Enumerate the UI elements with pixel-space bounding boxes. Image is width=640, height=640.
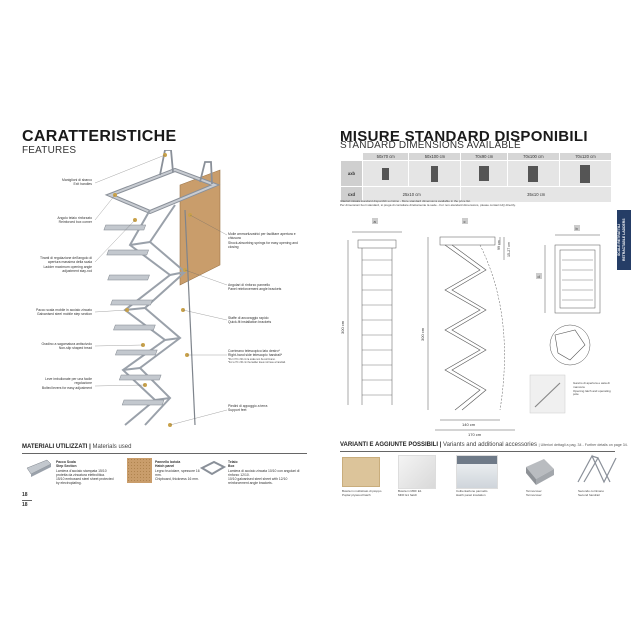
label-c: c <box>464 219 466 224</box>
materials-rule <box>22 453 307 454</box>
label-d: d <box>538 274 540 279</box>
size-swatch <box>431 165 439 182</box>
size-col-2: 50x100 cm <box>408 152 462 161</box>
dim-140: 140 cm <box>462 422 476 427</box>
side-tab: SCALE RETRATTILI RETRACTABLE LADDERS <box>617 210 631 270</box>
variant-poplar-image <box>342 457 380 487</box>
dimensions-table: 50x70 cm 50x100 cm 70x90 cm 70x100 cm 70… <box>340 152 613 203</box>
material-box: Telaio Box Lamiera di acciaio zincata 10… <box>228 460 300 486</box>
ladder-illustration <box>94 150 228 427</box>
dim-300-side: 300 cm <box>420 327 425 341</box>
label-b-top: b <box>576 226 579 231</box>
page-number-left: 18 <box>22 492 28 498</box>
variant-insulation-label: Coibentazione pannello Hatch panel insul… <box>456 489 488 497</box>
material-hatch-panel: Pannello botola Hatch panel Legno trucio… <box>155 460 200 482</box>
materials-title: MATERIALI UTILIZZATI | Materials used <box>22 444 132 450</box>
size-col-4: 70x100 cm <box>506 152 560 161</box>
page-number-rule <box>22 500 32 501</box>
page-number-left-repeat: 18 <box>22 502 28 508</box>
dim-300-front: 300 cm <box>340 320 345 334</box>
variants-title: VARIANTI E AGGIUNTE POSSIBILI | Variants… <box>340 442 628 448</box>
dim-99: 99 cm <box>497 240 501 250</box>
size-swatch <box>479 166 490 181</box>
variant-termocover-image <box>526 459 554 485</box>
row-cxd-label: cxd <box>340 186 363 203</box>
variants-rule <box>340 451 615 452</box>
callout-handrail: Corrimano telescopico lato destro*Right-… <box>228 349 286 364</box>
size-col-3: 70x90 cm <box>460 152 508 161</box>
dimensions-title: MISURE STANDARD DISPONIBILI <box>340 128 588 145</box>
callout-levers: Leve imbullonate per una facile regolazi… <box>41 377 92 390</box>
pole-note: Gancio di apertura e asta di manovra Ope… <box>573 381 611 397</box>
callout-springs: Molle ammortizzatrici per facilitare ape… <box>228 232 298 249</box>
dim-170: 170 cm <box>468 432 482 437</box>
variant-mdf-label: Botola in MDF E1 MDF E1 hatch <box>398 489 422 497</box>
technical-drawing: a c b d 300 cm 300 cm 99 cm 15-27 cm 140… <box>340 218 601 437</box>
step-section-image <box>26 459 52 477</box>
dimensions-subtitle: STANDARD DIMENSIONS AVAILABLE <box>340 140 521 151</box>
features-subtitle: FEATURES <box>22 145 77 156</box>
row-axb-label: axb <box>340 160 363 187</box>
size-col-5: 70x120 cm <box>558 152 613 161</box>
variant-termocover-label: Termocover Termocover <box>526 489 542 497</box>
cxd-value-1: 25x10 cm <box>361 186 462 203</box>
hatch-panel-image <box>127 458 152 483</box>
variant-poplar-label: Botola in multistrato di pioppo Poplar p… <box>342 489 382 497</box>
features-title: CARATTERISTICHE <box>22 128 177 145</box>
label-a: a <box>374 219 377 224</box>
size-col-1: 50x70 cm <box>361 152 410 161</box>
box-frame-image <box>200 460 226 476</box>
variant-handrail-image <box>577 454 617 484</box>
variant-handrail-label: Secondo corrimano Second handrail <box>578 489 605 497</box>
cxd-value-2: 35x10 cm <box>460 186 612 203</box>
variant-mdf-image <box>398 455 436 489</box>
size-swatch <box>382 167 390 180</box>
size-swatch <box>580 164 591 183</box>
material-step-section: Pacco Scala Step Section Lamiera d'accia… <box>56 460 114 486</box>
variant-insulation-image <box>456 455 498 489</box>
dim-15-27: 15-27 cm <box>507 242 511 257</box>
dimensions-notes: Ulteriori misure standard disponibili su… <box>340 199 516 207</box>
size-swatch <box>528 165 539 182</box>
callout-stay-rod: Tiranti di regolazione dell'angolo di ap… <box>40 256 92 273</box>
